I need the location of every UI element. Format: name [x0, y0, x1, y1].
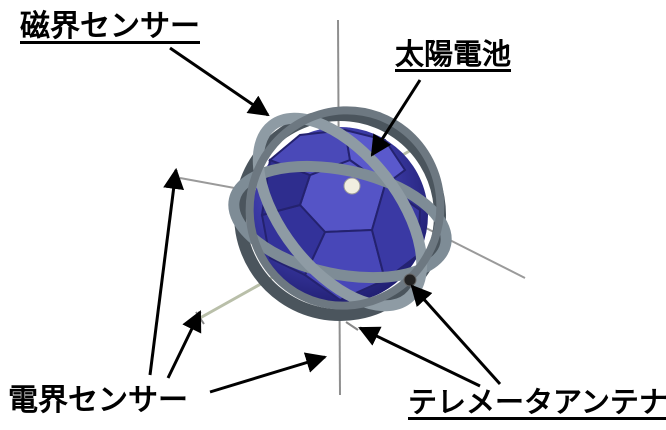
- electric-sensor-label: 電界センサー: [8, 383, 188, 418]
- arrows: [148, 46, 502, 394]
- arrow-solar-cell: [370, 79, 422, 157]
- magnetic-sensor-label: 磁界センサー: [20, 9, 200, 44]
- arrow-electric-sensor-2: [166, 310, 202, 379]
- arrow-magnetic-sensor: [169, 46, 270, 117]
- ring-horizontal: [228, 160, 452, 284]
- rings-front: [228, 106, 452, 312]
- arrow-telemetry-antenna-2: [358, 326, 481, 388]
- top-sensor-knob: [343, 177, 361, 195]
- arrow-electric-sensor-1: [148, 167, 185, 376]
- telemetry-antenna-knob: [403, 273, 417, 287]
- ring-tilted: [245, 106, 445, 310]
- arrow-telemetry-antenna-1: [410, 284, 502, 386]
- arrow-electric-sensor-3: [209, 352, 328, 394]
- solar-cell-label: 太陽電池: [395, 37, 512, 71]
- ring-vertical: [252, 112, 428, 312]
- boom-tip-tick-bottom: [345, 321, 359, 331]
- telemetry-antenna-label: テレメータアンテナ: [408, 385, 666, 419]
